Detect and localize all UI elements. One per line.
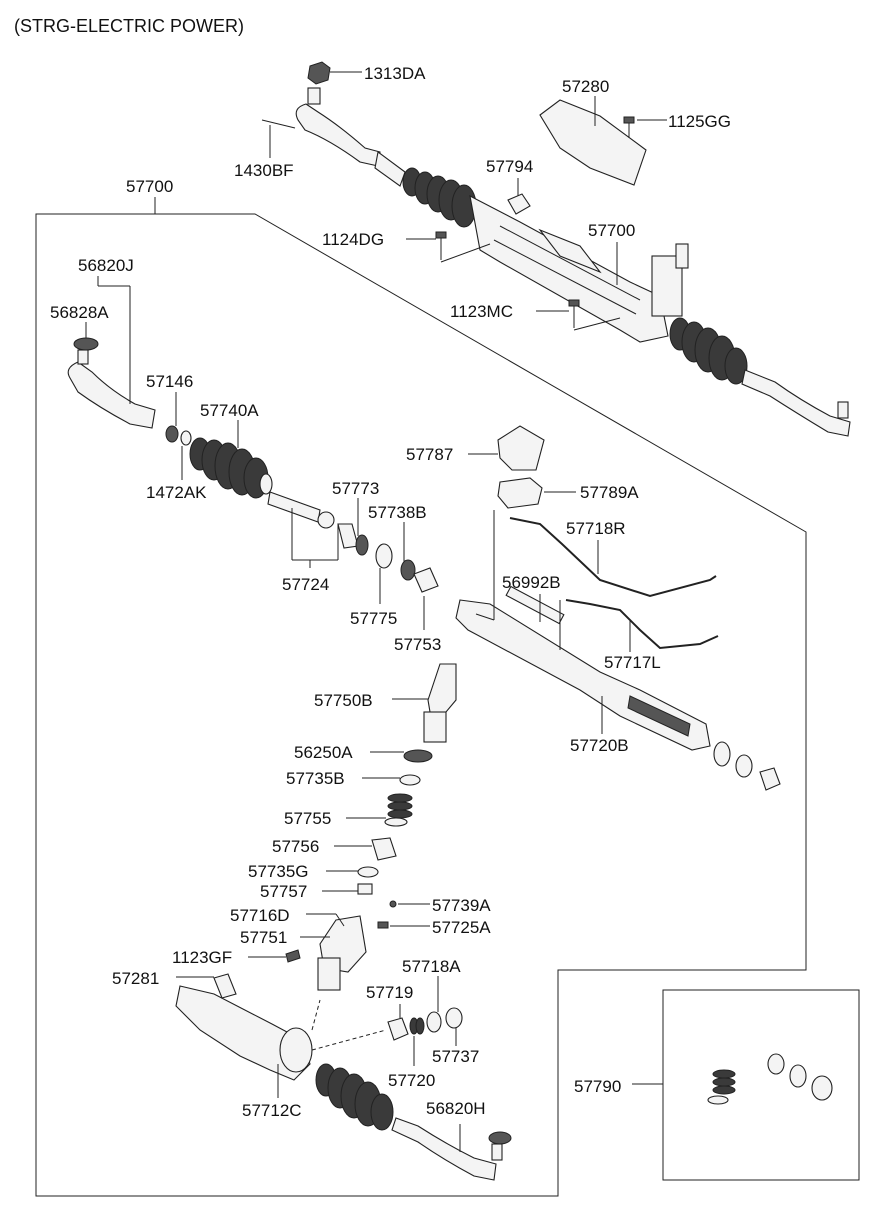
repair-kit-box [662,989,860,1181]
label-57720b: 57720B [570,736,629,755]
bracket-57787 [497,425,545,471]
label-56820h: 56820H [426,1099,486,1118]
label-57718a: 57718A [402,957,461,976]
bolt-1123mc [568,299,580,307]
jam-nut-57146 [165,425,179,443]
label-57712c: 57712C [242,1101,302,1120]
label-57146: 57146 [146,372,193,391]
yoke-57719 [387,1017,409,1041]
bracket-57794 [507,193,531,215]
heat-shield [539,99,647,186]
label-57700-right: 57700 [588,221,635,240]
tie-rod-end-left-top [295,103,381,167]
label-57775: 57775 [350,609,397,628]
label-57794: 57794 [486,157,533,176]
bush-57753 [413,567,439,593]
nut-56828a [73,337,99,351]
spring-57755 [384,793,413,827]
label-57718r: 57718R [566,519,626,538]
yoke-57757 [357,883,373,895]
label-57756: 57756 [272,837,319,856]
ring-57718a [426,1011,442,1033]
assembly-outline [35,213,807,1197]
bush-57789a [497,477,543,509]
tube-57718r [509,517,717,598]
label-57724: 57724 [282,575,329,594]
label-57719: 57719 [366,983,413,1002]
bolt-1124dg [435,231,447,239]
label-56828a: 56828A [50,303,109,322]
label-57280: 57280 [562,77,609,96]
label-57757: 57757 [260,882,307,901]
label-57281: 57281 [112,969,159,988]
bolt-1123gf [285,949,301,963]
label-1125gg: 1125GG [668,112,731,131]
ring-57775 [375,543,393,569]
label-57787: 57787 [406,445,453,464]
label-1123gf: 1123GF [172,948,232,967]
screw-57725a [377,921,389,929]
gear-housing-57712c [175,985,311,1081]
ring-57735g [357,866,379,878]
tie-rod-end-right-top [741,369,851,437]
plug-57756 [371,837,397,861]
boot-left-top [402,167,477,228]
label-57738b: 57738B [368,503,427,522]
spring-57720 [409,1017,425,1035]
label-57751: 57751 [240,928,287,947]
valve-57750b [427,663,457,713]
label-57755: 57755 [284,809,331,828]
boot-lower-right [315,1063,394,1131]
nut-1313da [307,61,331,85]
seal-56250a [403,749,433,763]
exploded-left-components [67,337,833,1181]
ring-57738b [400,559,416,581]
label-1472ak: 1472AK [146,483,207,502]
label-57750b: 57750B [314,691,373,710]
label-57720: 57720 [388,1071,435,1090]
label-57735b: 57735B [286,769,345,788]
label-57725a: 57725A [432,918,491,937]
inner-tie-rod-57724 [267,491,321,523]
label-1430bf: 1430BF [234,161,294,180]
seal-57735b [399,774,421,786]
nut-57773 [355,534,369,556]
assembled-steering-gear [261,61,851,437]
ball-stud-top [307,87,321,105]
diagram-title: (STRG-ELECTRIC POWER) [14,16,244,36]
label-57740a: 57740A [200,401,259,420]
label-57737: 57737 [432,1047,479,1066]
label-56250a: 56250A [294,743,353,762]
cotter-pin [261,119,296,129]
tie-rod-end-56820j [67,361,156,429]
label-1313da: 1313DA [364,64,426,83]
boot-right-top [669,317,748,385]
leader-lines [85,276,663,1152]
label-57773: 57773 [332,479,379,498]
label-57735g: 57735G [248,862,309,881]
label-57789a: 57789A [580,483,639,502]
label-1124dg: 1124DG [322,230,384,249]
label-57753: 57753 [394,635,441,654]
label-1123mc: 1123MC [450,302,513,321]
label-57717l: 57717L [604,653,661,672]
tie-rod-end-56820h [391,1117,497,1181]
label-57790: 57790 [574,1077,621,1096]
label-56992b: 56992B [502,573,561,592]
label-56820j: 56820J [78,256,134,275]
plug-57737 [445,1007,463,1029]
repair-kit-parts [707,1053,833,1105]
label-57700-top: 57700 [126,177,173,196]
ball-57739a [389,900,397,908]
inner-tie-rod-top [374,151,406,187]
tube-57717l [565,599,719,650]
clip-1472ak [180,430,192,446]
boot-57740a [189,437,273,499]
bracket-57281 [213,973,237,999]
label-57739a: 57739A [432,896,491,915]
label-57716d: 57716D [230,906,290,925]
